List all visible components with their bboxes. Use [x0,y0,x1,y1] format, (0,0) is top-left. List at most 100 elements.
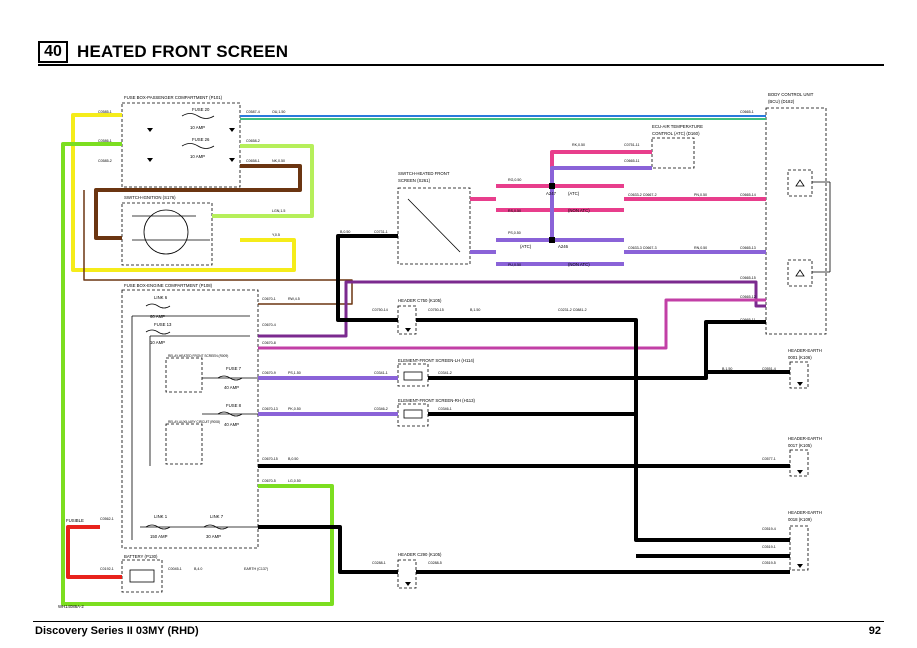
label-fuse26: FUSE 26 [192,137,210,142]
conn-c0731-1: C0731-1 [374,230,388,234]
wire-purple-bcu [258,280,766,338]
conn-c0665-15: C0665-15 [740,276,756,280]
label-natc1: (NON ATC) [568,208,590,213]
ground-markers [147,128,803,586]
element-rh-box [397,403,429,427]
conn-c0670-15: C0670-15 [262,457,278,461]
label-switch-hfs-1: SWITCH-HEATED FRONT [398,171,450,176]
conn-c0586-1: C0586-1 [98,139,112,143]
wire-b1: B,1.50 [722,367,732,371]
bcu-relay-upper-symbol [795,179,805,187]
connector-labels: C0585-1 C0586-1 C0585-2 C0587-4 C0658-2 … [98,110,776,571]
wires-black [258,234,790,574]
wire-rg: RG,0.50 [508,178,521,182]
bcu-box [765,107,827,335]
conn-c0346-1: C0346-1 [438,407,452,411]
conn-c0658-2: C0658-2 [246,139,260,143]
label-he-0001-2: 0001 (K106) [788,355,812,360]
element-rh-symbol [403,409,423,419]
conn-c0585-2: C0585-2 [98,159,112,163]
battery-box [121,559,163,593]
conn-c0665-11b: C0665-11 [740,318,756,322]
conn-c0192-1: C0192-1 [100,567,114,571]
label-fuse8: FUSE 8 [226,403,242,408]
relay-aux-box [165,423,203,465]
ignition-switch-dial [143,209,189,255]
wire-brown-2 [83,190,353,305]
conn-c0562-1: C0562-1 [100,517,114,521]
label-link1-rating: 150 AMP [150,534,168,539]
splice-a246 [549,237,555,243]
label-natc2: (NON ATC) [568,262,590,267]
wire-black-lh-earth [428,320,766,380]
fuse20-symbol [181,113,215,119]
earth-0017-box [789,449,809,477]
label-bcu-2: (BCU) (D182) [768,99,795,104]
header-rule [38,64,884,66]
gnd-9 [797,564,803,568]
wire-green-left [61,142,334,606]
gnd-7 [797,382,803,386]
conn-c0670-5: C0670-5 [262,479,276,483]
bcu-relay-upper [787,169,813,197]
conn-c0231-2: C0231-2 C0881-2 [558,308,587,312]
label-fuse7-rating: 40 AMP [224,385,239,390]
wire-yellow-left [71,113,296,272]
label-link6-rating: 60 AMP [150,314,165,319]
wire-black-c750-earth [416,318,790,542]
conn-c0346-2: C0346-2 [374,407,388,411]
label-drawing-ref: WH14086A-2 [58,604,84,609]
label-he-0017-1: HEADER-EARTH [788,436,822,441]
label-he-0018-2: 0018 (K109) [788,517,812,522]
label-fusible: FUSIBLE [66,518,84,523]
footer-rule [33,621,884,622]
conn-c0751-11: C0751-11 [624,143,640,147]
gnd-6 [405,582,411,586]
label-header-c750: HEADER C750 (K105) [398,298,442,303]
label-link7: LINK 7 [210,514,224,519]
fuse7-symbol [217,375,243,381]
switch-ignition-box [121,202,213,266]
conn-c0288-5: C0288-5 [428,561,442,565]
footer-page-number: 92 [868,625,881,637]
conn-c0750-15: C0750-15 [428,308,444,312]
label-link7-rating: 30 AMP [206,534,221,539]
conn-c0670-13: C0670-13 [262,407,278,411]
component-labels: FUSE BOX-PASSENGER COMPARTMENT (P101) FU… [58,92,822,609]
conn-c0670-4: C0670-4 [262,323,276,327]
relay-hfs-box [165,357,203,393]
gnd-5 [405,328,411,332]
label-fusebox-passenger: FUSE BOX-PASSENGER COMPARTMENT (P101) [124,95,223,100]
label-fuse20-rating: 10 AMP [190,125,205,130]
bcu-relay-lower [787,259,813,287]
label-a247: A247 [546,191,557,196]
fusebox-passenger-box [121,102,241,188]
wire-rn: RN,0.50 [694,246,707,250]
conn-c0750-14: C0750-14 [372,308,388,312]
conn-c0633-3: C0633-3 C0667-3 [628,246,657,250]
ecu-box [651,137,695,169]
internal-wires [131,181,831,540]
gnd-1 [147,128,153,132]
conn-c0633-2: C0633-2 C0667-2 [628,193,657,197]
wire-bo: B,0.50 [340,230,350,234]
label-fuse13-rating: 10 AMP [150,340,165,345]
label-ecu-1: ECU-AIR TEMPERATURE [652,124,703,129]
conn-c0665-14: C0665-14 [740,193,756,197]
fusebox-engine-box [121,289,259,549]
fuses [129,113,805,583]
switch-hfs-box [397,187,471,265]
section-number-box: 40 [38,41,68,63]
conn-c0519-4: C0519-4 [762,527,776,531]
conn-c0670-1: C0670-1 [262,297,276,301]
battery-symbol [129,569,155,583]
label-link6: LINK 6 [154,295,168,300]
wire-pnk: PN,0.50 [694,193,707,197]
gnd-4 [229,158,235,162]
conn-c0665-11: C0665-11 [624,159,640,163]
wire-brown [94,164,302,240]
conn-c0585-1: C0585-1 [98,110,112,114]
conn-c0670-9: C0670-9 [262,371,276,375]
wire-lime-ign [212,144,314,218]
conn-c0665-13: C0665-13 [740,246,756,250]
